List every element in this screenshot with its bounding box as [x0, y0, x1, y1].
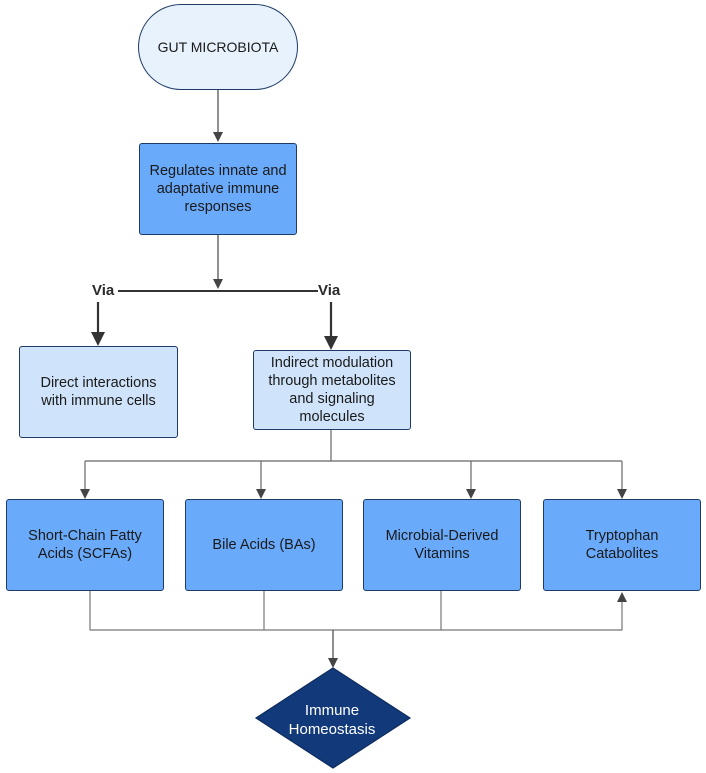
direct-interactions-node: Direct interactions with immune cells: [19, 346, 178, 438]
bile-acids-node: Bile Acids (BAs): [185, 499, 343, 591]
regulates-immune-node: Regulates innate and adaptative immune r…: [139, 143, 297, 235]
gut-microbiota-node: GUT MICROBIOTA: [138, 4, 298, 90]
homeostasis-diamond: [254, 667, 412, 769]
via-label-right: Via: [318, 282, 341, 299]
collector-vitamins: [333, 591, 442, 631]
vitamins-node: Microbial-Derived Vitamins: [363, 499, 521, 591]
scfa-node: Short-Chain Fatty Acids (SCFAs): [6, 499, 164, 591]
immune-homeostasis-label: Immune Homeostasis: [288, 702, 376, 738]
collector-scfa: [89, 591, 333, 631]
indirect-modulation-node: Indirect modulation through metabolites …: [253, 350, 411, 430]
via-label-left: Via: [92, 282, 115, 299]
collector-tryptophan: [441, 592, 627, 631]
tryptophan-node: Tryptophan Catabolites: [543, 499, 701, 591]
